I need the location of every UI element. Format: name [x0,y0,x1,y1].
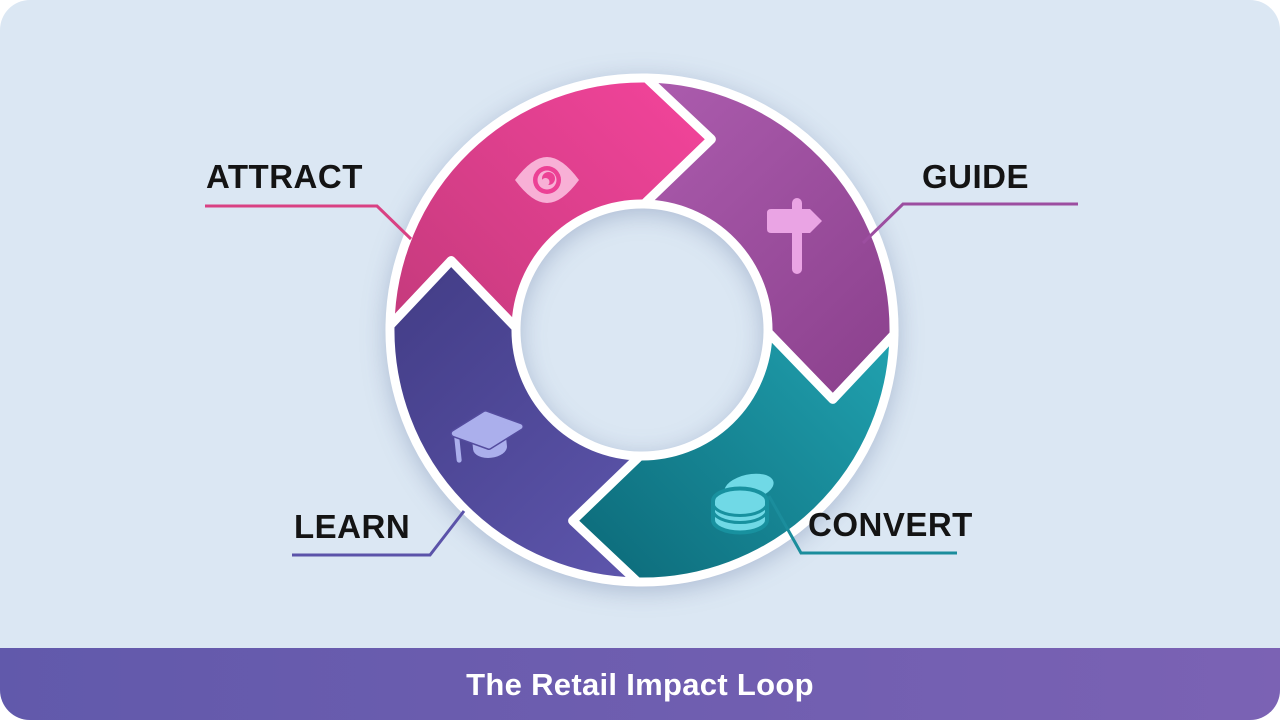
segment-guide [639,73,899,404]
attract-leader-line [205,204,413,241]
graduation-cap-icon [450,410,524,463]
label-learn: LEARN [294,508,411,545]
signpost-icon [767,198,822,274]
label-attract: ATTRACT [206,158,363,195]
convert-leader-line [767,495,957,555]
title-bar: The Retail Impact Loop [0,648,1280,720]
label-guide: GUIDE [922,158,1030,195]
segment-attract [385,73,716,333]
label-convert: CONVERT [808,506,973,543]
learn-leader-line [292,510,466,557]
eye-icon [515,157,579,203]
coins-icon [711,473,774,535]
title-text: The Retail Impact Loop [466,666,814,702]
guide-leader-line [861,202,1078,245]
segment-convert [568,327,899,587]
